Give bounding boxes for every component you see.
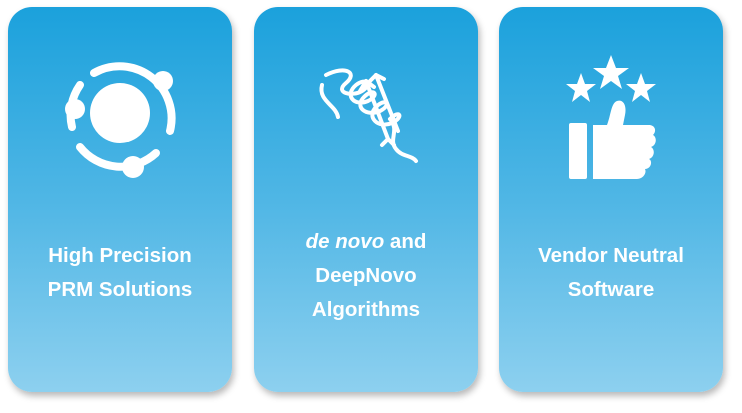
card-title-italic: de novo: [305, 230, 385, 253]
thumbs-up-stars-icon: [499, 45, 723, 185]
card-title-rest: and: [384, 230, 427, 253]
card-title-line: de novo and: [264, 225, 468, 259]
card-title-line: Software: [567, 278, 655, 301]
card-title-line: PRM Solutions: [47, 278, 193, 301]
card-title: High Precision PRM Solutions: [18, 239, 222, 307]
card-title-line: Algorithms: [311, 298, 421, 321]
card-title: Vendor Neutral Software: [509, 239, 713, 307]
feature-card-vendor-neutral[interactable]: Vendor Neutral Software: [499, 7, 723, 392]
feature-card-prm[interactable]: High Precision PRM Solutions: [8, 7, 232, 392]
card-title-line: High Precision: [48, 244, 192, 267]
card-title: de novo and DeepNovo Algorithms: [264, 225, 468, 327]
feature-card-denovo[interactable]: de novo and DeepNovo Algorithms: [254, 7, 478, 392]
card-title-line: Vendor Neutral: [538, 244, 684, 267]
card-title-line: DeepNovo: [315, 264, 417, 287]
orbit-icon: [8, 45, 232, 185]
protein-structure-icon: [254, 45, 478, 185]
